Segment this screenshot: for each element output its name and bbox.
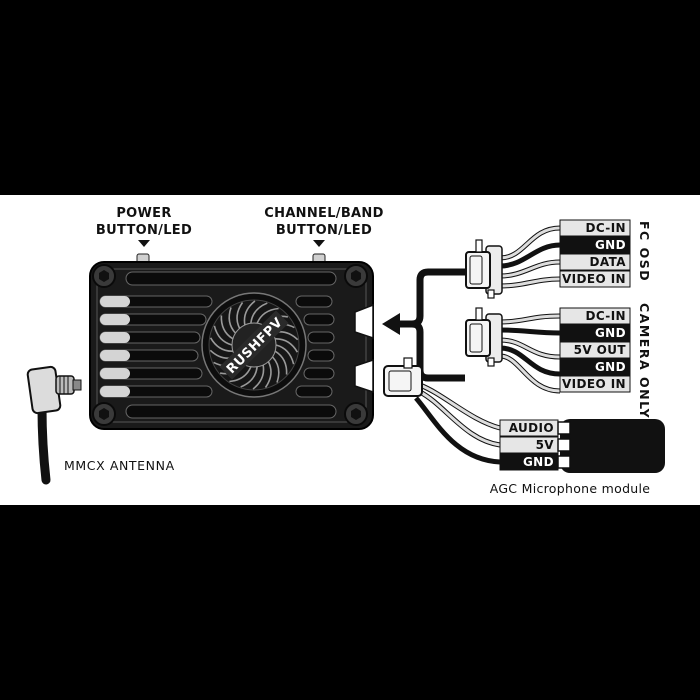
microphone-module <box>557 419 665 473</box>
camera-only-label: CAMERA ONLY <box>637 303 652 419</box>
led-vent-group <box>99 295 213 398</box>
arrow-head-icon <box>382 313 400 335</box>
pin-label-box <box>559 253 631 271</box>
pin-label-box <box>559 270 631 288</box>
pin-label-box <box>559 236 631 254</box>
pin-label: GND <box>595 326 626 340</box>
vent-slot <box>125 271 337 286</box>
vent-slot <box>125 404 337 419</box>
pin-label-box <box>559 307 631 325</box>
power-label-line1: POWER <box>116 206 171 221</box>
channel-label-line1: CHANNEL/BAND <box>264 206 383 221</box>
side-port-top <box>354 303 374 340</box>
vtx-device: RUSHFPV <box>89 253 374 430</box>
pin-label: 5V <box>536 438 555 452</box>
pin-label: DC-IN <box>585 309 626 323</box>
screw-icon <box>92 264 116 288</box>
pin-label: DC-IN <box>585 221 626 235</box>
pin-label-box <box>559 341 631 359</box>
mic-pin-list: AUDIO 5V GND <box>499 419 559 471</box>
fc-osd-harness <box>465 225 561 299</box>
pin-label: GND <box>523 455 554 469</box>
fc-osd-pin-list: DC-IN GND DATA VIDEO IN <box>559 219 631 288</box>
pin-label: GND <box>595 238 626 252</box>
screw-icon <box>344 264 368 288</box>
power-pointer-icon <box>138 240 150 247</box>
antenna-label: MMCX ANTENNA <box>64 458 175 473</box>
microphone-label: AGC Microphone module <box>490 481 651 496</box>
mmcx-antenna <box>26 365 82 485</box>
camera-harness <box>465 307 561 394</box>
pin-label: GND <box>595 360 626 374</box>
device-bezel <box>96 268 367 423</box>
channel-button-label: CHANNEL/BAND BUTTON/LED <box>264 206 383 247</box>
side-port-bottom <box>354 358 374 394</box>
pin-label-box <box>559 324 631 342</box>
pin-label: DATA <box>590 255 627 269</box>
pin-label-box <box>559 358 631 376</box>
pin-label: AUDIO <box>509 421 554 435</box>
mic-module-body <box>560 419 665 473</box>
screw-icon <box>92 402 116 426</box>
mic-harness <box>383 357 501 465</box>
pin-label: 5V OUT <box>574 343 627 357</box>
pin-label-box <box>559 219 631 237</box>
pin-label: VIDEO IN <box>562 377 626 391</box>
power-label-line2: BUTTON/LED <box>96 223 192 238</box>
channel-pointer-icon <box>313 240 325 247</box>
pin-label-box <box>559 375 631 393</box>
right-vent-group <box>295 295 335 398</box>
cooling-fan-icon: RUSHFPV <box>201 292 307 398</box>
fc-osd-label: FC OSD <box>637 221 652 282</box>
power-button-label: POWER BUTTON/LED <box>96 206 192 247</box>
channel-label-line2: BUTTON/LED <box>276 223 372 238</box>
pin-label: VIDEO IN <box>562 272 626 286</box>
camera-pin-list: DC-IN GND 5V OUT GND VIDEO IN <box>559 307 631 393</box>
screw-icon <box>344 402 368 426</box>
